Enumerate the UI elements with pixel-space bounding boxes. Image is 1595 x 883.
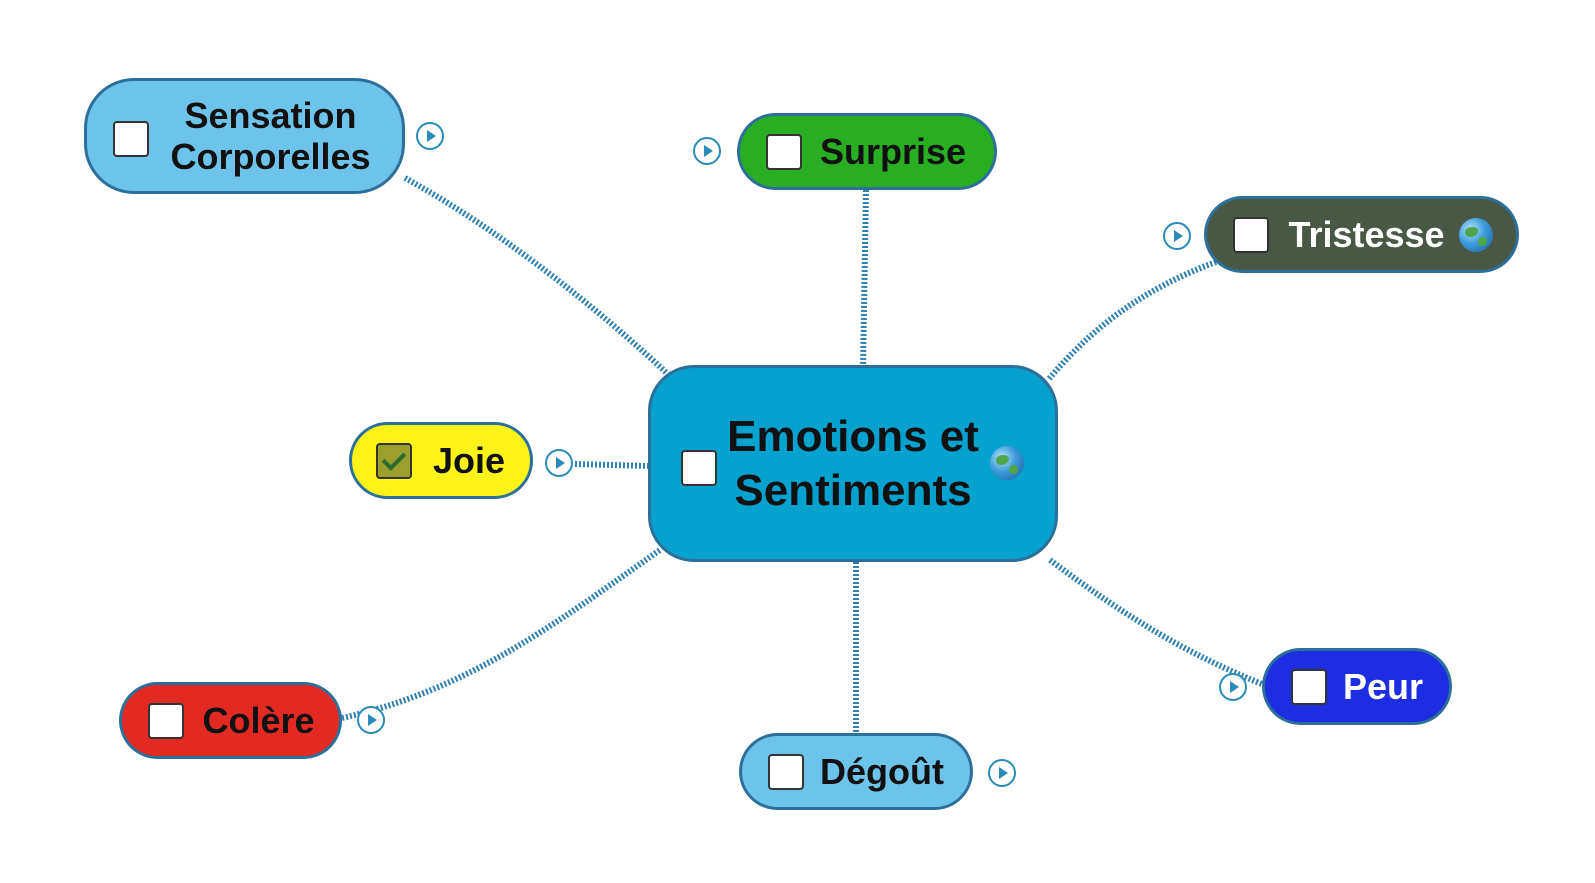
branch-node-surprise[interactable]: Surprise xyxy=(737,113,997,190)
colere-label: Colère xyxy=(202,699,315,741)
degout-checkbox[interactable] xyxy=(768,754,804,790)
expand-joie-icon[interactable] xyxy=(545,449,573,477)
central-node[interactable]: Emotions et Sentiments xyxy=(648,365,1058,562)
branch-node-tristesse[interactable]: Tristesse xyxy=(1204,196,1519,273)
tristesse-label: Tristesse xyxy=(1288,213,1445,255)
expand-peur-icon[interactable] xyxy=(1219,673,1247,701)
expand-surprise-icon[interactable] xyxy=(693,137,721,165)
peur-label: Peur xyxy=(1342,665,1424,707)
branch-node-colere[interactable]: Colère xyxy=(119,682,342,759)
degout-label: Dégoût xyxy=(820,750,944,792)
link-surprise xyxy=(860,189,869,368)
link-joie xyxy=(574,461,651,469)
link-tristesse xyxy=(1045,259,1218,382)
branch-node-joie[interactable]: Joie xyxy=(349,422,533,499)
tristesse-checkbox[interactable] xyxy=(1233,217,1269,253)
branch-node-sensation[interactable]: Sensation Corporelles xyxy=(84,78,405,194)
joie-checkbox[interactable] xyxy=(376,443,412,479)
sensation-checkbox[interactable] xyxy=(113,121,149,157)
joie-label: Joie xyxy=(432,439,506,481)
expand-degout-icon[interactable] xyxy=(988,759,1016,787)
link-colere xyxy=(341,547,662,721)
expand-colere-icon[interactable] xyxy=(357,706,385,734)
checkmark-icon xyxy=(381,446,407,471)
surprise-checkbox[interactable] xyxy=(766,134,802,170)
colere-checkbox[interactable] xyxy=(148,703,184,739)
expand-tristesse-icon[interactable] xyxy=(1163,222,1191,250)
globe-icon xyxy=(1459,218,1493,252)
sensation-label: Sensation Corporelles xyxy=(170,95,371,177)
link-sensation xyxy=(403,175,675,381)
globe-icon xyxy=(990,446,1024,480)
peur-checkbox[interactable] xyxy=(1291,669,1327,705)
surprise-label: Surprise xyxy=(819,130,967,172)
branch-node-peur[interactable]: Peur xyxy=(1262,648,1452,725)
central-node-label: Emotions et Sentiments xyxy=(727,411,979,515)
center-checkbox[interactable] xyxy=(681,450,717,486)
link-peur xyxy=(1048,557,1264,687)
branch-node-degout[interactable]: Dégoût xyxy=(739,733,973,810)
expand-sensation-icon[interactable] xyxy=(416,122,444,150)
